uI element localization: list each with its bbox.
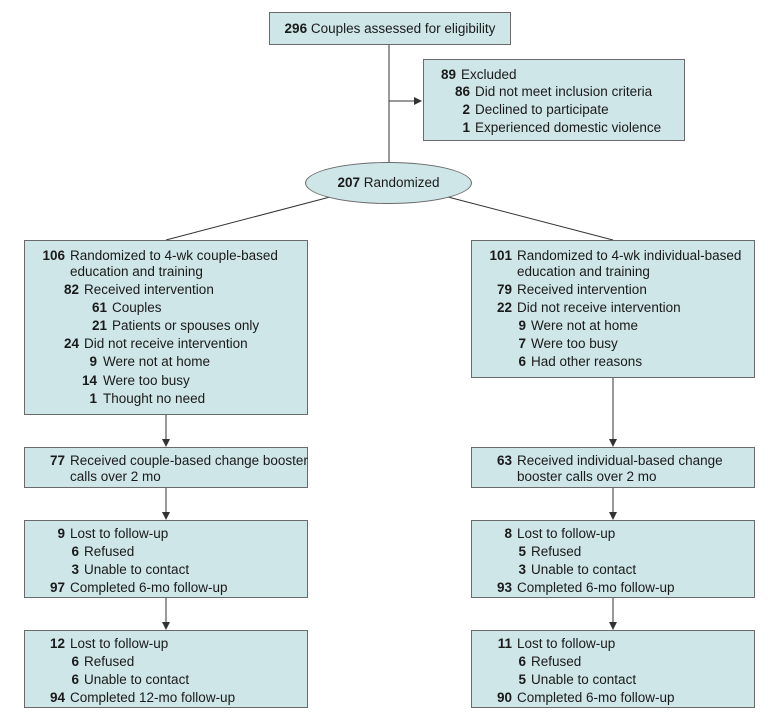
- individual-not-received-item-label: Were too busy: [531, 336, 618, 351]
- couple-booster-count: 77: [49, 453, 65, 468]
- individual-fu6-lost-label: Lost to follow-up: [517, 526, 616, 541]
- individual-fu12-lost-label: Lost to follow-up: [517, 636, 616, 651]
- line-randomized-to-individual: [447, 196, 614, 241]
- couple-received-item-count: 21: [91, 318, 107, 333]
- excluded-item-count: 86: [454, 84, 470, 99]
- couple-received-count: 82: [63, 282, 79, 297]
- excluded-item-label: Did not meet inclusion criteria: [475, 84, 653, 99]
- individual-allocation-label-2: education and training: [517, 264, 650, 279]
- couple-fu12-refused-count: 6: [71, 654, 79, 669]
- individual-fu12-box: 11 Lost to follow-up 6 Refused 5 Unable to …: [471, 630, 755, 708]
- couple-not-received-item-count: 14: [81, 373, 97, 388]
- couple-fu6-lost-count: 9: [57, 526, 65, 541]
- individual-fu12-unable-count: 5: [518, 672, 526, 687]
- individual-fu6-unable-count: 3: [518, 562, 526, 577]
- couple-not-received-item-label: Were not at home: [103, 354, 211, 369]
- couple-fu6-unable-count: 3: [71, 562, 79, 577]
- individual-fu6-completed-label: Completed 6-mo follow-up: [517, 580, 675, 595]
- randomized-count: 207: [337, 175, 360, 190]
- excluded-item-label: Experienced domestic violence: [475, 120, 662, 135]
- couple-allocation-label-2: education and training: [70, 264, 203, 279]
- eligibility-count: 296: [284, 21, 308, 36]
- couple-not-received-item-label: Thought no need: [103, 391, 206, 406]
- individual-fu12-refused-label: Refused: [531, 654, 582, 669]
- individual-not-received-label: Did not receive intervention: [517, 300, 681, 315]
- individual-fu12-completed-label: Completed 6-mo follow-up: [517, 690, 675, 705]
- eligibility-box: 296 Couples assessed for eligibility: [269, 12, 511, 45]
- couple-fu6-completed-label: Completed 6-mo follow-up: [70, 580, 228, 595]
- eligibility-label: Couples assessed for eligibility: [310, 21, 496, 36]
- excluded-item-label: Declined to participate: [475, 102, 609, 117]
- couple-allocation-count: 106: [42, 248, 65, 263]
- individual-not-received-item-count: 7: [518, 336, 526, 351]
- individual-fu6-completed-count: 93: [496, 580, 512, 595]
- couple-fu12-lost-count: 12: [49, 636, 65, 651]
- individual-fu12-unable-label: Unable to contact: [531, 672, 637, 687]
- individual-fu6-lost-count: 8: [504, 526, 512, 541]
- individual-not-received-item-label: Had other reasons: [531, 354, 643, 369]
- individual-booster-count: 63: [496, 453, 512, 468]
- couple-fu12-unable-count: 6: [71, 672, 79, 687]
- couple-fu6-refused-count: 6: [71, 544, 79, 559]
- individual-not-received-count: 22: [496, 300, 512, 315]
- excluded-count: 89: [440, 67, 456, 82]
- couple-fu12-completed-label: Completed 12-mo follow-up: [70, 690, 236, 705]
- couple-not-received-count: 24: [63, 336, 79, 351]
- randomized-label: Randomized: [363, 175, 440, 190]
- couple-received-item-count: 61: [91, 300, 107, 315]
- individual-allocation-label: Randomized to 4-wk individual-based: [517, 248, 742, 263]
- couple-booster-label-2: calls over 2 mo: [70, 469, 161, 484]
- excluded-label: Excluded: [461, 67, 517, 82]
- couple-received-item-label: Couples: [112, 300, 162, 315]
- couple-not-received-item-label: Were too busy: [103, 373, 190, 388]
- individual-fu6-refused-label: Refused: [531, 544, 582, 559]
- individual-fu12-refused-count: 6: [518, 654, 526, 669]
- individual-not-received-item-count: 9: [518, 318, 526, 333]
- individual-booster-label: Received individual-based change: [517, 453, 723, 468]
- couple-not-received-label: Did not receive intervention: [84, 336, 248, 351]
- individual-received-count: 79: [496, 282, 512, 297]
- couple-allocation-label: Randomized to 4-wk couple-based: [70, 248, 278, 263]
- individual-not-received-item-count: 6: [518, 354, 526, 369]
- couple-booster-box: 77 Received couple-based change booster c…: [24, 447, 308, 488]
- couple-fu6-box: 9 Lost to follow-up 6 Refused 3 Unable to c…: [24, 520, 308, 598]
- couple-booster-label: Received couple-based change booster: [70, 453, 308, 468]
- couple-fu6-refused-label: Refused: [84, 544, 135, 559]
- couple-fu12-completed-count: 94: [49, 690, 65, 705]
- couple-not-received-item-count: 1: [89, 391, 97, 406]
- randomized-ellipse: 207 Randomized: [305, 162, 472, 204]
- individual-fu6-unable-label: Unable to contact: [531, 562, 637, 577]
- excluded-item-count: 2: [462, 102, 470, 117]
- couple-allocation-box: 106 Randomized to 4-wk couple-based educa…: [24, 240, 308, 415]
- couple-fu6-completed-count: 97: [49, 580, 65, 595]
- individual-booster-box: 63 Received individual-based change boost…: [471, 447, 755, 488]
- couple-fu12-refused-label: Refused: [84, 654, 135, 669]
- individual-fu6-box: 8 Lost to follow-up 5 Refused 3 Unable to c…: [471, 520, 755, 598]
- couple-not-received-item-count: 9: [89, 354, 97, 369]
- couple-fu12-lost-label: Lost to follow-up: [70, 636, 169, 651]
- line-randomized-to-couple: [165, 196, 331, 241]
- couple-received-label: Received intervention: [84, 282, 214, 297]
- individual-not-received-item-label: Were not at home: [531, 318, 639, 333]
- excluded-box: 89 Excluded 86 Did not meet inclusion crit…: [423, 59, 685, 141]
- individual-fu6-refused-count: 5: [518, 544, 526, 559]
- couple-fu6-lost-label: Lost to follow-up: [70, 526, 169, 541]
- couple-fu6-unable-label: Unable to contact: [84, 562, 190, 577]
- individual-fu12-lost-count: 11: [497, 636, 512, 651]
- individual-allocation-box: 101 Randomized to 4-wk individual-based e…: [471, 240, 755, 378]
- individual-received-label: Received intervention: [517, 282, 647, 297]
- individual-allocation-count: 101: [489, 248, 512, 263]
- couple-received-item-label: Patients or spouses only: [112, 318, 260, 333]
- individual-fu12-completed-count: 90: [496, 690, 512, 705]
- excluded-item-count: 1: [462, 120, 470, 135]
- couple-fu12-unable-label: Unable to contact: [84, 672, 190, 687]
- individual-booster-label-2: booster calls over 2 mo: [517, 469, 657, 484]
